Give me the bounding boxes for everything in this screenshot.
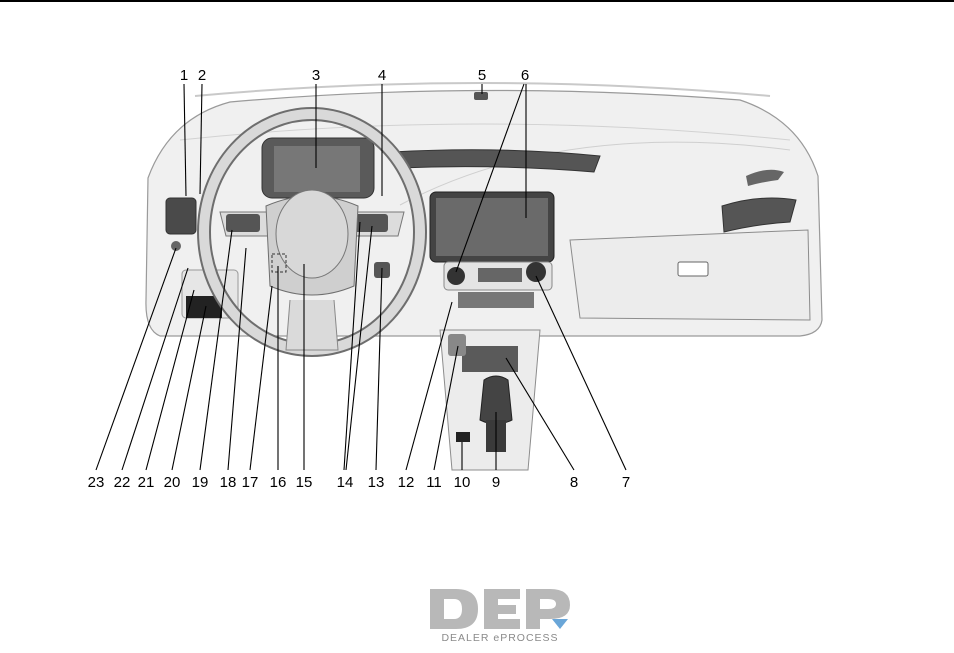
callout-13: 13 bbox=[368, 474, 385, 491]
callout-12: 12 bbox=[398, 474, 415, 491]
callout-17: 17 bbox=[242, 474, 259, 491]
callout-14: 14 bbox=[337, 474, 354, 491]
callout-21: 21 bbox=[138, 474, 155, 491]
callout-20: 20 bbox=[164, 474, 181, 491]
leader-line-23 bbox=[96, 248, 176, 470]
callout-3: 3 bbox=[312, 67, 320, 84]
callout-22: 22 bbox=[114, 474, 131, 491]
callout-6: 6 bbox=[521, 67, 529, 84]
callout-4: 4 bbox=[378, 67, 386, 84]
callout-8: 8 bbox=[570, 474, 578, 491]
callout-23: 23 bbox=[88, 474, 105, 491]
callout-7: 7 bbox=[622, 474, 630, 491]
callout-1: 1 bbox=[180, 67, 188, 84]
callout-9: 9 bbox=[492, 474, 500, 491]
dealer-eprocess-logo: DEALER ePROCESS bbox=[420, 585, 580, 647]
dep-logo-mark bbox=[420, 585, 580, 633]
callout-18: 18 bbox=[220, 474, 237, 491]
logo-subtitle: DEALER ePROCESS bbox=[420, 632, 580, 644]
dashboard-illustration bbox=[146, 83, 822, 470]
callout-11: 11 bbox=[426, 474, 442, 491]
callout-19: 19 bbox=[192, 474, 209, 491]
callout-2: 2 bbox=[198, 67, 206, 84]
callout-5: 5 bbox=[478, 67, 486, 84]
callout-15: 15 bbox=[296, 474, 313, 491]
callout-10: 10 bbox=[454, 474, 471, 491]
callout-16: 16 bbox=[270, 474, 287, 491]
